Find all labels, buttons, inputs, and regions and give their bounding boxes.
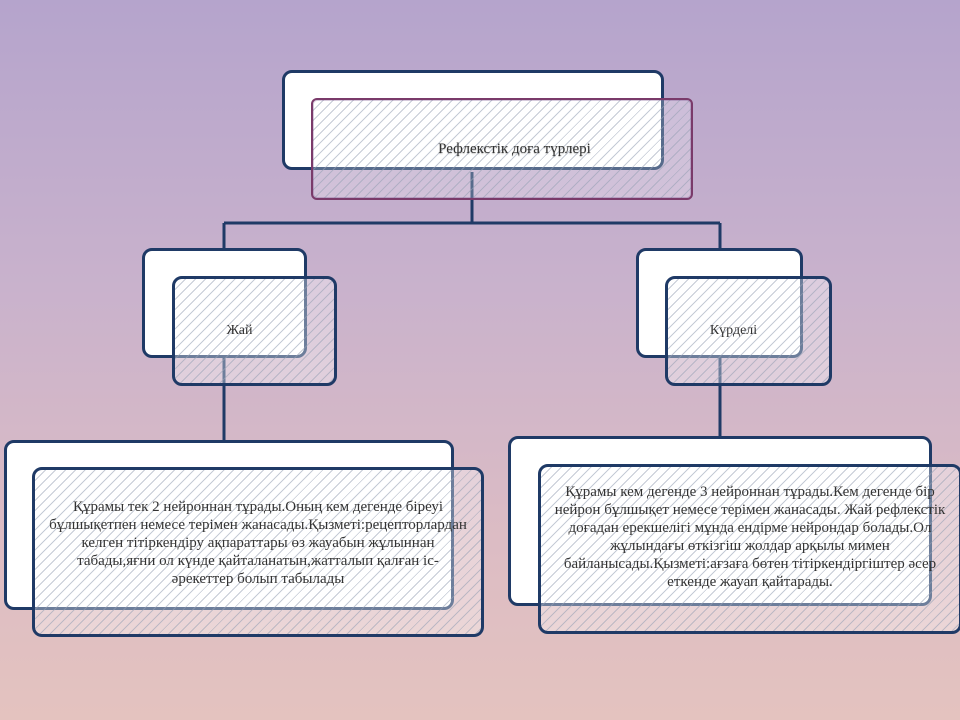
complex-node: Күрделі xyxy=(665,276,832,386)
simple-node: Жай xyxy=(172,276,337,386)
simple-description: Құрамы тек 2 нейроннан тұрады.Оның кем д… xyxy=(49,499,467,587)
complex-label: Күрделі xyxy=(709,323,758,338)
complex-description: Құрамы кем дегенде 3 нейроннан тұрады.Ке… xyxy=(554,484,946,590)
complex-description-box: Құрамы кем дегенде 3 нейроннан тұрады.Ке… xyxy=(538,464,960,634)
root-node: Рефлекстік доға түрлері xyxy=(311,98,693,200)
simple-description-box: Құрамы тек 2 нейроннан тұрады.Оның кем д… xyxy=(32,467,484,637)
simple-label: Жай xyxy=(226,323,253,338)
root-label: Рефлекстік доға түрлері xyxy=(438,140,591,157)
